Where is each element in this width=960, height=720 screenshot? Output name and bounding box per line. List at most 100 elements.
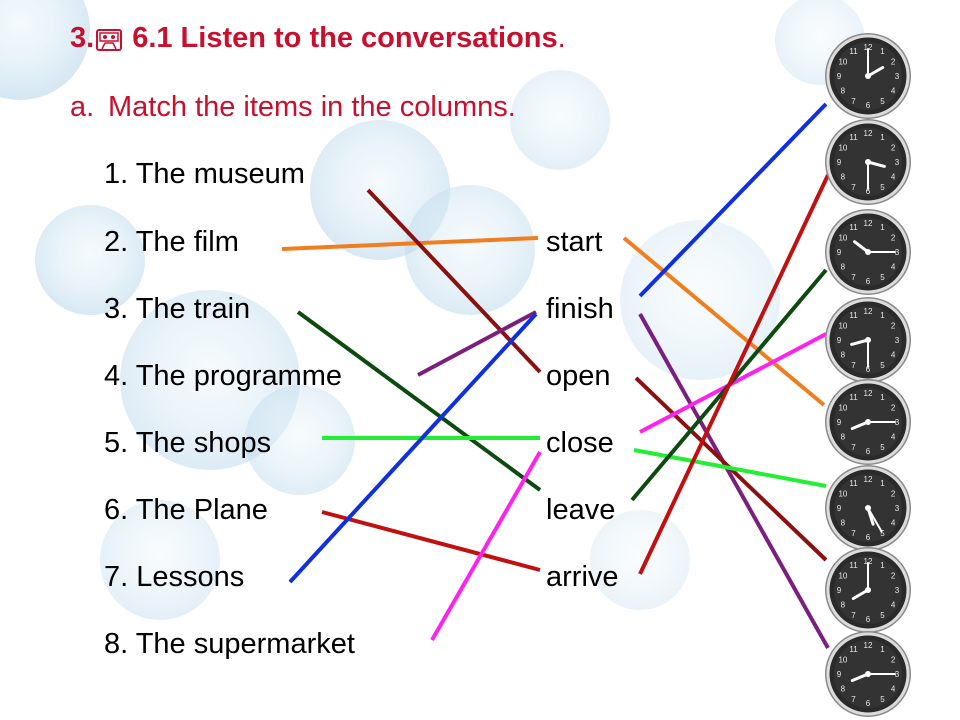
clock-numeral: 2 [891, 490, 896, 499]
clock-numeral: 2 [891, 322, 896, 331]
clock-numeral: 10 [838, 58, 847, 67]
clock-numeral: 10 [838, 322, 847, 331]
clock-numeral: 5 [880, 97, 885, 106]
clock-numeral: 4 [891, 433, 896, 442]
clock-numeral: 1 [880, 645, 885, 654]
clock-numeral: 7 [851, 443, 856, 452]
clock-numeral: 12 [864, 129, 873, 138]
verb-finish: finish [546, 293, 614, 325]
clock-numeral: 6 [866, 699, 871, 708]
clock-numeral: 11 [849, 479, 858, 488]
instruction: a. Match the items in the columns. [70, 93, 516, 122]
clock-numeral: 4 [891, 519, 896, 528]
clock-numeral: 8 [841, 433, 846, 442]
clock-numeral: 5 [880, 611, 885, 620]
clock-numeral: 4 [891, 173, 896, 182]
clock-numeral: 5 [880, 361, 885, 370]
clock-center [865, 159, 871, 165]
clock-numeral: 5 [880, 529, 885, 538]
clock-center [865, 249, 871, 255]
match-line-arrive-clock-2 [638, 174, 830, 575]
clock-numeral: 1 [880, 561, 885, 570]
clock-numeral: 3 [895, 504, 900, 513]
clock-numeral: 10 [838, 490, 847, 499]
instruction-text: Match the items in the columns. [108, 91, 516, 123]
clock-numeral: 9 [837, 158, 842, 167]
clock-numeral: 8 [841, 173, 846, 182]
clock-numeral: 7 [851, 529, 856, 538]
clock-numeral: 9 [837, 72, 842, 81]
clock-numeral: 8 [841, 263, 846, 272]
clock-numeral: 3 [895, 418, 900, 427]
item-film: 2. The film [104, 226, 239, 258]
match-line-plane-arrive [321, 510, 541, 572]
clock-numeral: 7 [851, 611, 856, 620]
clock-numeral: 12 [864, 43, 873, 52]
clock-numeral: 1 [880, 311, 885, 320]
match-line-supermarket-close [430, 451, 542, 641]
match-line-film-start [281, 236, 539, 251]
item-museum: 1. The museum [104, 158, 305, 190]
clock-numeral: 6 [866, 101, 871, 110]
item-shops: 5. The shops [104, 427, 272, 459]
clock-numeral: 2 [891, 404, 896, 413]
cassette-tape-icon [96, 28, 123, 57]
item-supermarket: 8. The supermarket [104, 628, 355, 660]
clock-numeral: 11 [849, 47, 858, 56]
clock-numeral: 6 [866, 615, 871, 624]
clock-numeral: 7 [851, 695, 856, 704]
clock-numeral: 5 [880, 443, 885, 452]
clock-numeral: 7 [851, 361, 856, 370]
clock-center [865, 337, 871, 343]
clock-numeral: 2 [891, 656, 896, 665]
clock-center [865, 419, 871, 425]
item-train: 3. The train [104, 293, 251, 325]
clock-center [865, 73, 871, 79]
exercise-number: 3. [70, 22, 95, 54]
clock-numeral: 1 [880, 223, 885, 232]
clock-numeral: 10 [838, 572, 847, 581]
clock-numeral: 10 [838, 656, 847, 665]
clock-numeral: 2 [891, 572, 896, 581]
clock-numeral: 7 [851, 273, 856, 282]
exercise-heading: 3.6.1 Listen to the conversations. [70, 24, 566, 57]
clock-numeral: 11 [849, 133, 858, 142]
verb-close: close [546, 427, 614, 459]
item-plane: 6. The Plane [104, 494, 268, 526]
clock-numeral: 3 [895, 336, 900, 345]
clock-numeral: 6 [866, 187, 871, 196]
clock-numeral: 8 [841, 685, 846, 694]
clock-numeral: 12 [864, 641, 873, 650]
clock-numeral: 8 [841, 601, 846, 610]
clock-numeral: 11 [849, 561, 858, 570]
clock-numeral: 9 [837, 418, 842, 427]
clock-numeral: 6 [866, 365, 871, 374]
clock-numeral: 1 [880, 47, 885, 56]
clock-numeral: 12 [864, 307, 873, 316]
clock-numeral: 12 [864, 389, 873, 398]
clock-center [865, 671, 871, 677]
clock-numeral: 2 [891, 234, 896, 243]
clock-numeral: 6 [866, 447, 871, 456]
match-line-lessons-finish [288, 312, 538, 584]
clock-numeral: 3 [895, 158, 900, 167]
verb-open: open [546, 360, 611, 392]
clock-numeral: 7 [851, 97, 856, 106]
clock-numeral: 5 [880, 183, 885, 192]
clock-numeral: 8 [841, 351, 846, 360]
clock-numeral: 1 [880, 133, 885, 142]
clock-numeral: 6 [866, 277, 871, 286]
clock-numeral: 4 [891, 87, 896, 96]
clock-numeral: 11 [849, 223, 858, 232]
verb-arrive: arrive [546, 561, 619, 593]
instruction-label: a. [70, 91, 95, 123]
